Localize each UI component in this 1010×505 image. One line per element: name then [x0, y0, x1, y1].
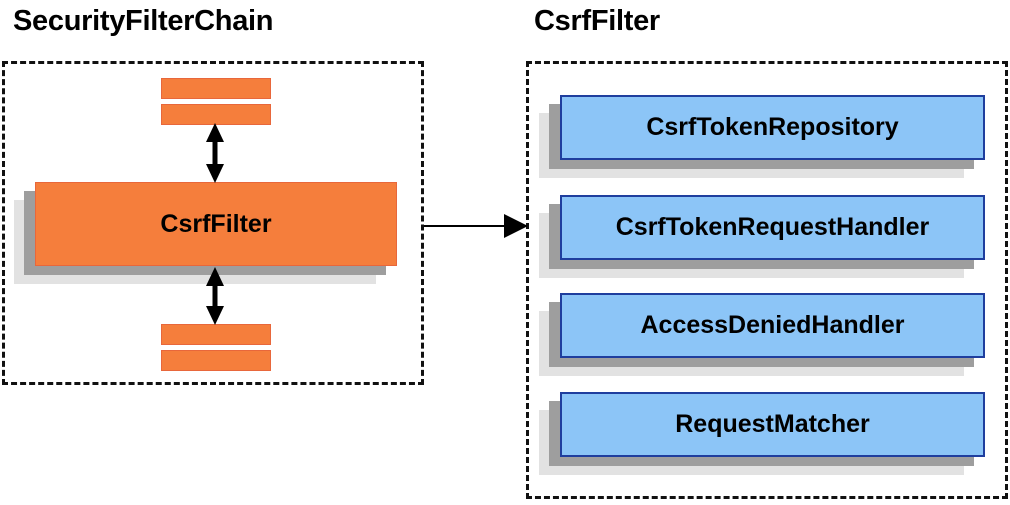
filter-bar-top-2[interactable]	[161, 104, 271, 125]
filter-bar-top-1[interactable]	[161, 78, 271, 99]
node-csrf-token-request-handler-label: CsrfTokenRequestHandler	[560, 195, 985, 260]
node-request-matcher-label: RequestMatcher	[560, 392, 985, 457]
node-access-denied-handler[interactable]: AccessDeniedHandler	[539, 293, 985, 376]
connector-arrow-expand	[424, 214, 528, 238]
node-csrf-token-request-handler[interactable]: CsrfTokenRequestHandler	[539, 195, 985, 278]
node-csrf-token-repository[interactable]: CsrfTokenRepository	[539, 95, 985, 178]
node-access-denied-handler-label: AccessDeniedHandler	[560, 293, 985, 358]
panel-title-csrf-filter: CsrfFilter	[534, 5, 660, 37]
node-csrf-filter-label: CsrfFilter	[35, 182, 397, 266]
node-csrf-token-repository-label: CsrfTokenRepository	[560, 95, 985, 160]
group-box-csrf-filter	[526, 61, 1008, 499]
filter-bar-bottom-1[interactable]	[161, 324, 271, 345]
node-request-matcher[interactable]: RequestMatcher	[539, 392, 985, 475]
group-box-security-filter-chain	[2, 61, 424, 385]
filter-bar-bottom-2[interactable]	[161, 350, 271, 371]
panel-title-security-filter-chain: SecurityFilterChain	[13, 5, 274, 37]
node-csrf-filter[interactable]: CsrfFilter	[14, 182, 397, 284]
